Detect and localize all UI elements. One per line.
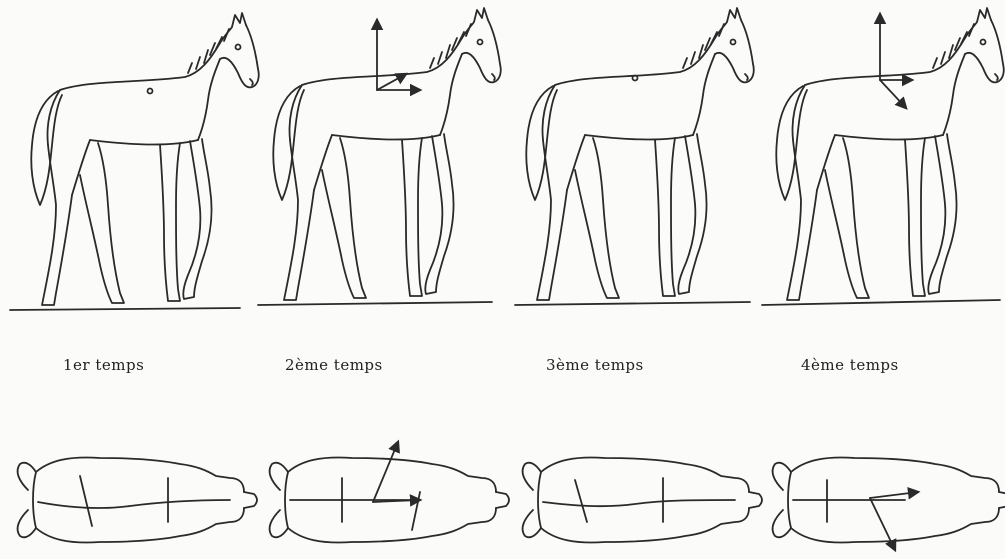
panel-3-side-view bbox=[526, 8, 753, 300]
panel-2-side-view bbox=[273, 8, 500, 300]
panel-1-side-view bbox=[31, 13, 258, 305]
panel-4-side-view bbox=[776, 8, 1003, 300]
ground-line-3 bbox=[515, 302, 750, 305]
panel-2-top-view bbox=[270, 458, 509, 543]
panel-4-top-view bbox=[773, 458, 1005, 543]
panel-2-label: 2ème temps bbox=[285, 356, 383, 380]
panel-3-label: 3ème temps bbox=[546, 356, 644, 380]
ground-line-1 bbox=[10, 308, 240, 310]
panel-3-top-view bbox=[523, 458, 762, 543]
panel-1-top-view bbox=[18, 458, 257, 543]
ground-line-2 bbox=[258, 302, 492, 305]
panel-1-label: 1er temps bbox=[63, 356, 144, 380]
force-arrows-4 bbox=[880, 14, 912, 108]
force-arrows-2 bbox=[377, 20, 420, 90]
top-arrows-2 bbox=[373, 442, 420, 502]
panel-4-label: 4ème temps bbox=[801, 356, 899, 380]
